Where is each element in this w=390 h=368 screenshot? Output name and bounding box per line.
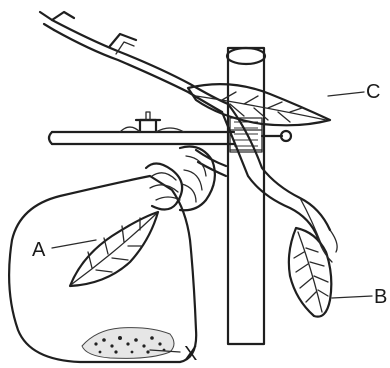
label-a: A: [32, 239, 46, 261]
label-b: B: [374, 286, 387, 308]
label-x: X: [184, 343, 197, 365]
label-c: C: [366, 81, 380, 103]
